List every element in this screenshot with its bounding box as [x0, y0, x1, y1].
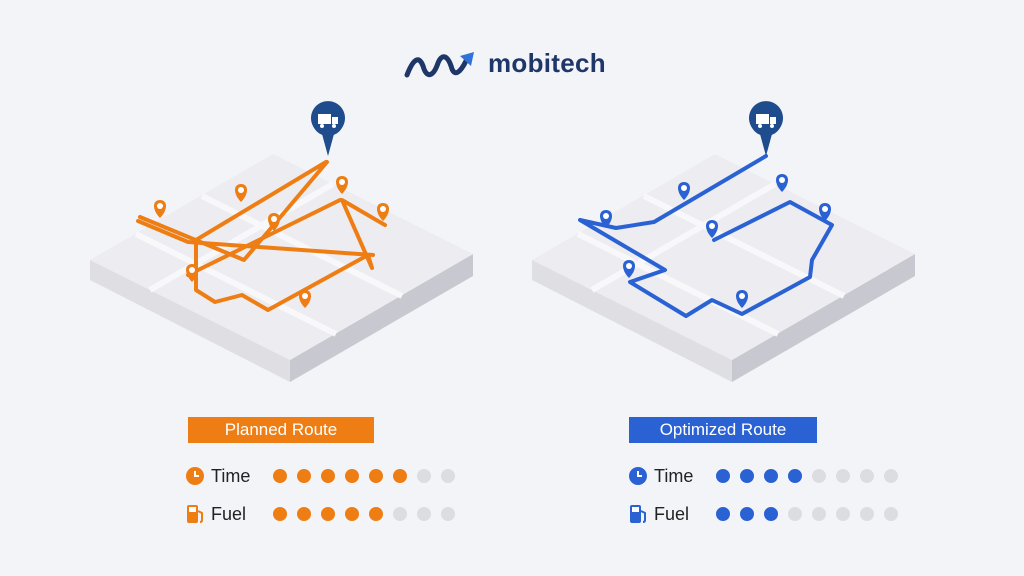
- rating-dot-empty: [788, 507, 802, 521]
- fuel-rating-dots: [273, 507, 465, 521]
- rating-dot-empty: [441, 469, 455, 483]
- rating-dot-empty: [441, 507, 455, 521]
- stop-pin-icon: [377, 203, 389, 221]
- truck-pin-icon: [311, 101, 345, 156]
- rating-dot-filled: [369, 469, 383, 483]
- rating-dot-empty: [393, 507, 407, 521]
- rating-dot-filled: [716, 507, 730, 521]
- stop-pin-icon: [678, 182, 690, 200]
- stop-pin-icon: [154, 200, 166, 218]
- optimized-fuel-row: Fuel: [627, 502, 908, 526]
- rating-dot-filled: [345, 507, 359, 521]
- rating-dot-empty: [860, 469, 874, 483]
- metric-label: Fuel: [211, 503, 247, 524]
- rating-dot-filled: [764, 469, 778, 483]
- rating-dot-empty: [884, 507, 898, 521]
- rating-dot-empty: [812, 507, 826, 521]
- metric-label: Fuel: [654, 503, 690, 524]
- rating-dot-filled: [321, 469, 335, 483]
- stop-pin-icon: [336, 176, 348, 194]
- optimized-route-path: [578, 154, 834, 318]
- clock-icon: [627, 465, 649, 487]
- stop-pin-icon: [235, 184, 247, 202]
- optimized-route-map: [532, 101, 915, 382]
- rating-dot-filled: [369, 507, 383, 521]
- stop-pin-icon: [186, 264, 198, 282]
- time-rating-dots: [273, 469, 465, 483]
- planned-route-map: [90, 101, 473, 382]
- clock-icon: [184, 465, 206, 487]
- stop-pin-icon: [600, 210, 612, 228]
- rating-dot-filled: [788, 469, 802, 483]
- rating-dot-filled: [297, 469, 311, 483]
- brand-name: mobitech: [488, 48, 606, 78]
- fuel-pump-icon: [184, 503, 206, 525]
- planned-route-path: [136, 160, 387, 312]
- rating-dot-filled: [273, 507, 287, 521]
- stop-pin-icon: [819, 203, 831, 221]
- rating-dot-filled: [740, 507, 754, 521]
- mobitech-logo-icon: [404, 51, 474, 77]
- stop-pin-icon: [736, 290, 748, 308]
- optimized-time-row: Time: [627, 464, 908, 488]
- rating-dot-empty: [836, 469, 850, 483]
- time-rating-dots: [716, 469, 908, 483]
- rating-dot-empty: [836, 507, 850, 521]
- rating-dot-filled: [740, 469, 754, 483]
- fuel-rating-dots: [716, 507, 908, 521]
- optimized-route-badge: Optimized Route: [629, 417, 817, 443]
- rating-dot-filled: [716, 469, 730, 483]
- stop-pin-icon: [776, 174, 788, 192]
- rating-dot-filled: [321, 507, 335, 521]
- stop-pin-icon: [299, 290, 311, 308]
- rating-dot-filled: [273, 469, 287, 483]
- rating-dot-empty: [417, 469, 431, 483]
- metric-label: Time: [211, 465, 251, 486]
- stop-pin-icon: [706, 220, 718, 238]
- rating-dot-filled: [297, 507, 311, 521]
- metric-label: Time: [654, 465, 694, 486]
- fuel-pump-icon: [627, 503, 649, 525]
- stop-pin-icon: [268, 213, 280, 231]
- stop-pin-icon: [623, 260, 635, 278]
- rating-dot-filled: [345, 469, 359, 483]
- truck-pin-icon: [749, 101, 783, 156]
- rating-dot-empty: [884, 469, 898, 483]
- rating-dot-empty: [812, 469, 826, 483]
- rating-dot-filled: [764, 507, 778, 521]
- brand-logo: mobitech: [404, 48, 606, 79]
- rating-dot-empty: [417, 507, 431, 521]
- rating-dot-filled: [393, 469, 407, 483]
- planned-route-badge: Planned Route: [188, 417, 374, 443]
- planned-time-row: Time: [184, 464, 465, 488]
- rating-dot-empty: [860, 507, 874, 521]
- planned-fuel-row: Fuel: [184, 502, 465, 526]
